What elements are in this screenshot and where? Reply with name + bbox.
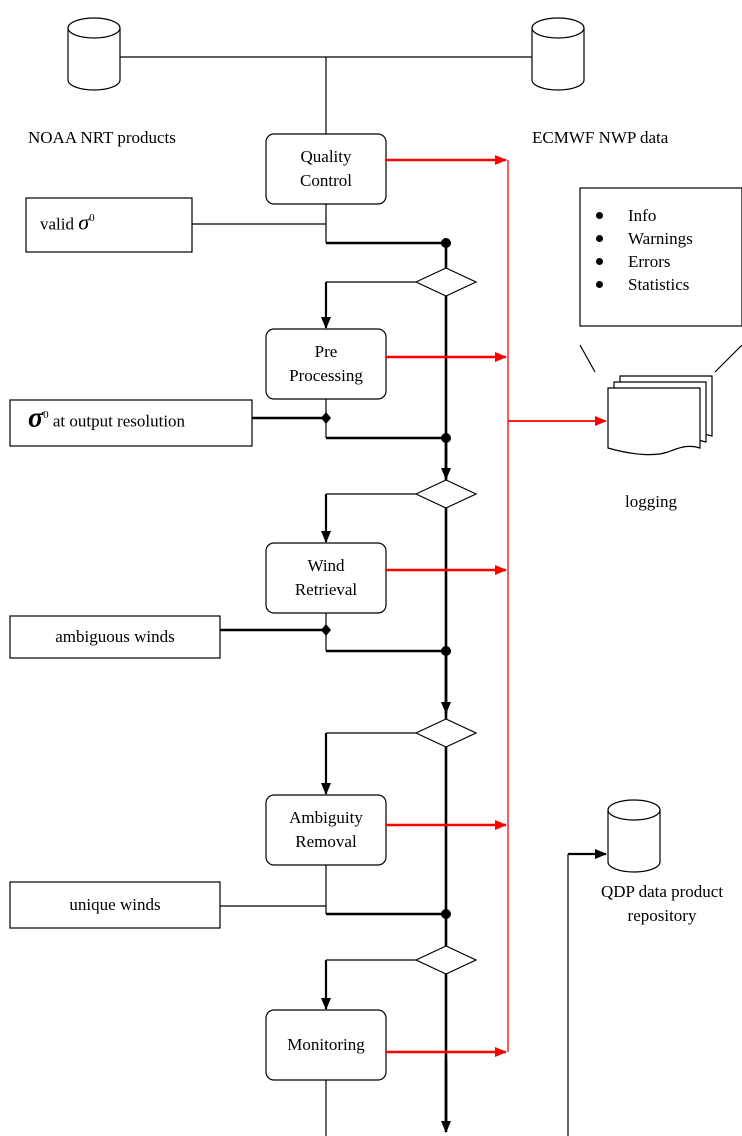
junction-dots — [441, 238, 451, 919]
unique-winds-label: unique winds — [69, 895, 161, 914]
qdp-repository-database-icon — [607, 799, 661, 873]
valid-sigma-label: valid σ0 — [40, 209, 95, 235]
log-item: Warnings — [596, 227, 693, 250]
source-connector — [120, 56, 532, 134]
decision-diamonds — [414, 267, 478, 975]
logging-label: logging — [625, 492, 677, 511]
monitoring-label: Monitoring — [287, 1035, 365, 1054]
repository-label: QDP data product repository — [600, 882, 724, 925]
ecmwf-database-icon — [531, 17, 585, 91]
noaa-label: NOAA NRT products — [28, 128, 176, 147]
noaa-database-icon — [67, 17, 121, 91]
unique-winds-box — [9, 881, 221, 929]
repository-feed — [567, 849, 607, 1136]
sigma-output-resolution-label: σ0 at output resolution — [28, 402, 186, 434]
log-contents-list: Info Warnings Errors Statistics — [596, 204, 693, 296]
ecmwf-label: ECMWF NWP data — [532, 128, 669, 147]
ambiguous-winds-label: ambiguous winds — [55, 627, 175, 646]
log-item: Info — [596, 204, 693, 227]
log-item: Statistics — [596, 273, 693, 296]
valid-sigma-box — [25, 197, 193, 253]
log-contents-box — [579, 187, 742, 327]
sigma-output-resolution-box — [9, 399, 253, 447]
log-item: Errors — [596, 250, 693, 273]
ambiguous-winds-box — [9, 615, 221, 659]
logging-document-icon — [607, 375, 713, 456]
log-flow — [386, 155, 607, 1057]
